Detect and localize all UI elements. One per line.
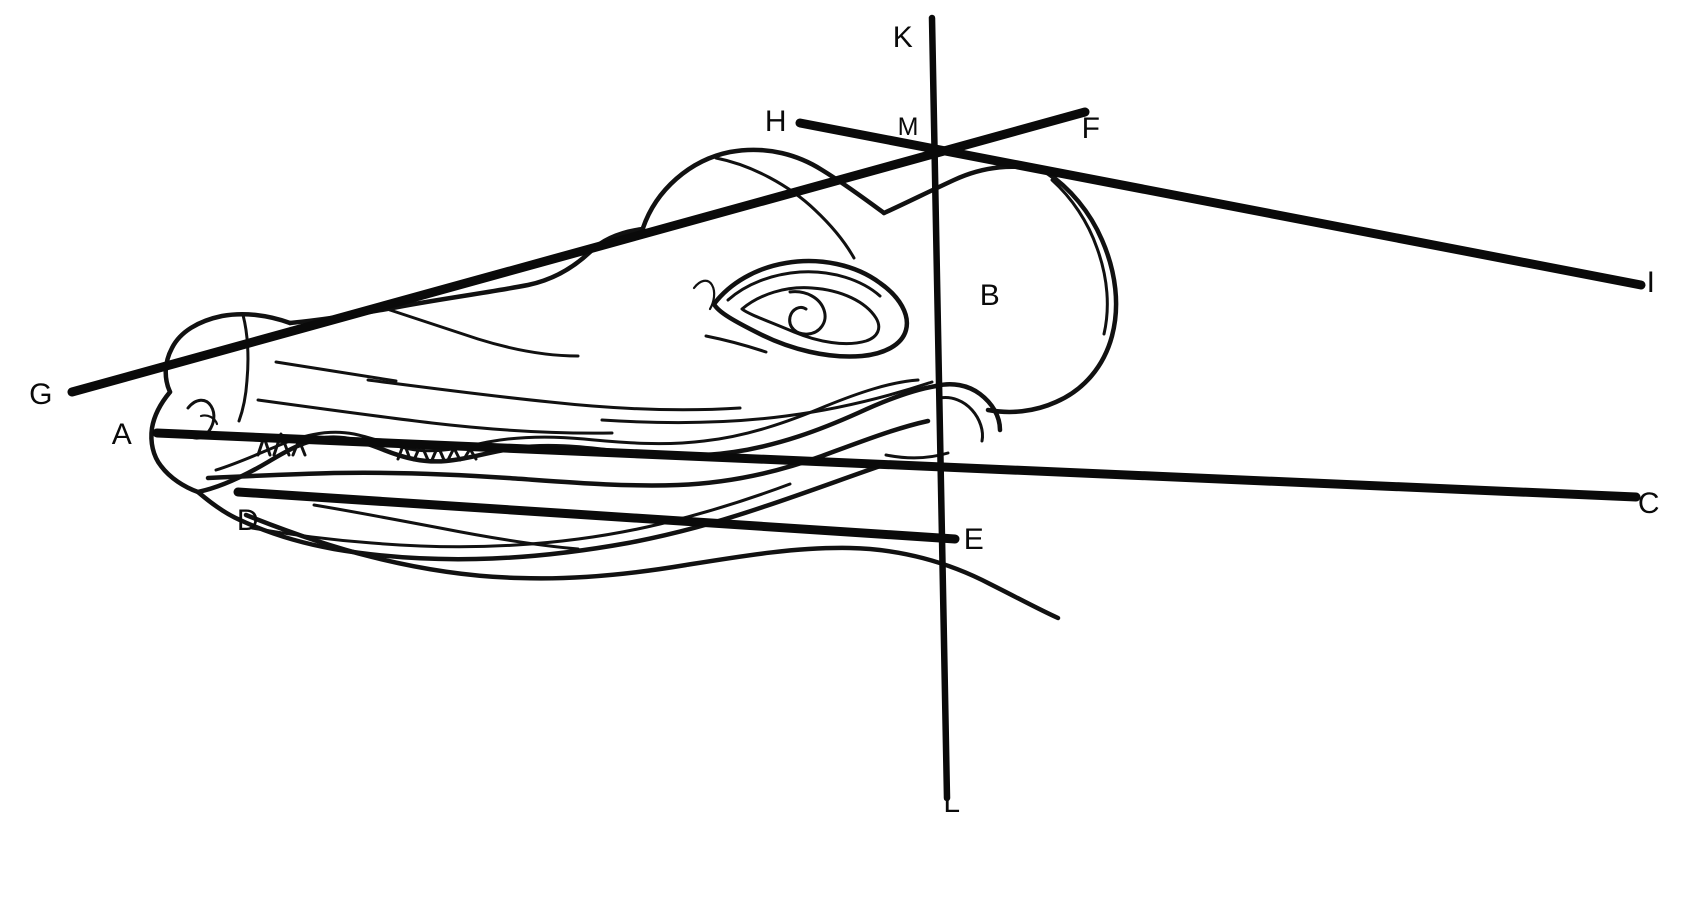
cheek-contour <box>933 382 1003 433</box>
label-H: H <box>765 105 787 138</box>
eye-lid-upper <box>726 270 882 302</box>
axis-line-H-I[interactable] <box>795 118 1646 290</box>
nostril-boss-crease <box>237 313 250 423</box>
label-A: A <box>112 418 133 451</box>
label-E: E <box>964 523 985 556</box>
jaw-crease <box>600 380 934 425</box>
throat-fold-line <box>312 503 580 551</box>
throat-ventral-contour <box>243 512 1061 621</box>
label-G: G <box>29 378 53 411</box>
axis-line-D-E[interactable] <box>233 487 960 544</box>
lower-jaw-inner-line <box>250 482 792 549</box>
label-L: L <box>943 786 960 819</box>
skull-dome-inner-crease <box>714 156 856 260</box>
snout-crease-upper <box>388 308 580 358</box>
occiput-inner-curve <box>1050 178 1109 336</box>
label-F: F <box>1082 112 1101 145</box>
label-B: B <box>980 279 1001 312</box>
mouth-occlusion-line <box>205 418 931 488</box>
label-D: D <box>237 504 259 537</box>
label-M: M <box>898 113 919 141</box>
axis-line-K-L[interactable] <box>928 14 951 802</box>
eye-outer-socket <box>711 258 910 359</box>
skull-dome-outline <box>640 147 887 231</box>
eye-aperture <box>740 286 881 346</box>
label-K: K <box>893 21 914 54</box>
measurement-axes <box>67 14 1646 802</box>
nostril-detail-2 <box>199 414 219 426</box>
snout-crease-mid <box>274 360 398 383</box>
label-I: I <box>1647 266 1656 299</box>
eye-lower-crease <box>704 334 768 354</box>
snout-tip-outline <box>149 389 201 495</box>
cheek-crease-long <box>366 378 742 412</box>
eye-pupil-spiral <box>788 290 827 336</box>
label-C: C <box>1638 487 1660 520</box>
axis-line-A-C[interactable] <box>152 428 1641 502</box>
axis-line-G-F[interactable] <box>67 107 1090 397</box>
cheek-crease-lower <box>256 398 614 435</box>
cheek-contour-inner <box>938 396 984 443</box>
eye-brow-tick <box>692 279 716 311</box>
upper-lip-inner-line <box>214 378 920 472</box>
point-labels: A B C D E F G H I K L M <box>29 21 1660 819</box>
occiput-curve <box>985 169 1119 415</box>
